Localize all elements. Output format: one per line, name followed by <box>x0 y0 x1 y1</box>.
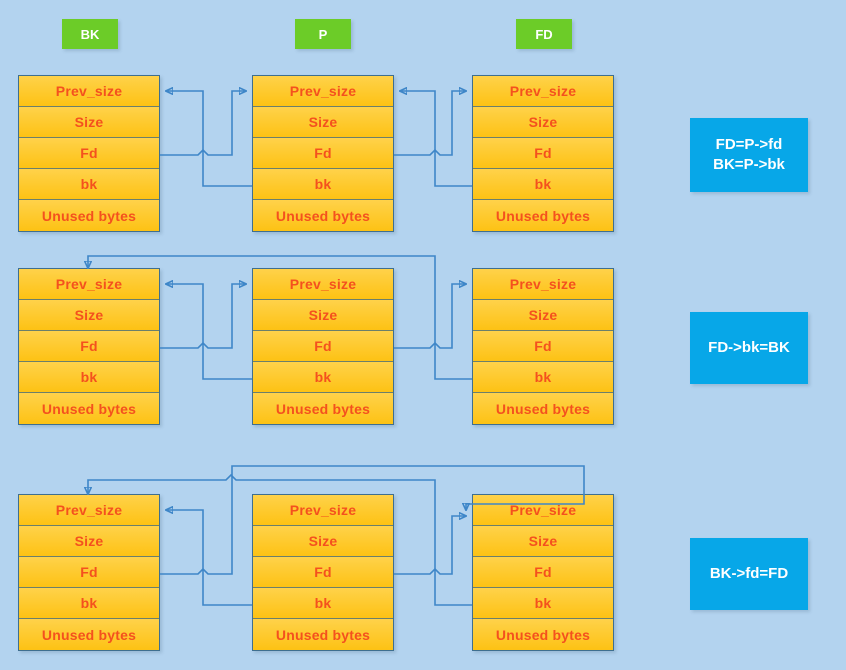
chunk-fd-row1: Prev_size Size Fd bk Unused bytes <box>472 75 614 232</box>
note-line: FD->bk=BK <box>708 338 790 356</box>
chunk-field-fd: Fd <box>253 331 393 362</box>
chunk-field-prev-size: Prev_size <box>473 76 613 107</box>
chunk-p-row1: Prev_size Size Fd bk Unused bytes <box>252 75 394 232</box>
chunk-bk-row3: Prev_size Size Fd bk Unused bytes <box>18 494 160 651</box>
chunk-p-row3: Prev_size Size Fd bk Unused bytes <box>252 494 394 651</box>
bk-pointer-label: BK <box>62 19 118 49</box>
chunk-bk-row2: Prev_size Size Fd bk Unused bytes <box>18 268 160 425</box>
chunk-fd-row3: Prev_size Size Fd bk Unused bytes <box>472 494 614 651</box>
chunk-field-bk: bk <box>253 362 393 393</box>
chunk-field-size: Size <box>19 526 159 557</box>
note-row1: FD=P->fd BK=P->bk <box>690 118 808 192</box>
p-pointer-label: P <box>295 19 351 49</box>
chunk-field-prev-size: Prev_size <box>473 495 613 526</box>
arrow-bk-fd-to-p-row2 <box>160 284 246 349</box>
chunk-field-unused-bytes: Unused bytes <box>473 200 613 231</box>
chunk-field-bk: bk <box>19 362 159 393</box>
note-line: BK->fd=FD <box>709 564 789 582</box>
chunk-field-unused-bytes: Unused bytes <box>19 200 159 231</box>
chunk-field-fd: Fd <box>473 331 613 362</box>
chunk-field-fd: Fd <box>19 331 159 362</box>
chunk-bk-row1: Prev_size Size Fd bk Unused bytes <box>18 75 160 232</box>
chunk-field-prev-size: Prev_size <box>19 76 159 107</box>
chunk-field-size: Size <box>253 107 393 138</box>
bk-pointer-label-text: BK <box>80 26 100 42</box>
chunk-field-unused-bytes: Unused bytes <box>19 619 159 650</box>
fd-pointer-label-text: FD <box>535 26 553 42</box>
arrow-p-fd-to-fd-row2 <box>394 284 466 349</box>
chunk-field-fd: Fd <box>473 138 613 169</box>
chunk-p-row2: Prev_size Size Fd bk Unused bytes <box>252 268 394 425</box>
chunk-field-prev-size: Prev_size <box>253 495 393 526</box>
note-row3: BK->fd=FD <box>690 538 808 610</box>
chunk-field-unused-bytes: Unused bytes <box>253 200 393 231</box>
chunk-field-prev-size: Prev_size <box>473 269 613 300</box>
chunk-field-fd: Fd <box>19 557 159 588</box>
chunk-field-fd: Fd <box>19 138 159 169</box>
chunk-field-fd: Fd <box>473 557 613 588</box>
arrow-p-bk-to-bk-row2 <box>166 284 252 380</box>
chunk-field-bk: bk <box>473 588 613 619</box>
chunk-field-prev-size: Prev_size <box>19 269 159 300</box>
chunk-field-prev-size: Prev_size <box>253 269 393 300</box>
fd-pointer-label: FD <box>516 19 572 49</box>
note-line: BK=P->bk <box>713 156 785 173</box>
note-line: FD=P->fd <box>715 135 783 153</box>
chunk-field-size: Size <box>473 300 613 331</box>
chunk-field-size: Size <box>253 526 393 557</box>
arrow-p-bk-to-bk-row1 <box>166 91 252 187</box>
chunk-field-size: Size <box>19 107 159 138</box>
chunk-field-unused-bytes: Unused bytes <box>253 393 393 424</box>
chunk-field-prev-size: Prev_size <box>253 76 393 107</box>
chunk-field-bk: bk <box>473 169 613 200</box>
chunk-field-bk: bk <box>19 588 159 619</box>
note-row2: FD->bk=BK <box>690 312 808 384</box>
arrow-bk-fd-to-p-row1 <box>160 91 246 156</box>
arrow-p-bk-to-bk-row3 <box>166 510 252 606</box>
chunk-field-unused-bytes: Unused bytes <box>473 393 613 424</box>
p-pointer-label-text: P <box>318 26 328 42</box>
chunk-field-fd: Fd <box>253 138 393 169</box>
chunk-field-size: Size <box>473 526 613 557</box>
chunk-field-size: Size <box>473 107 613 138</box>
chunk-field-prev-size: Prev_size <box>19 495 159 526</box>
arrow-p-fd-to-fd-row3 <box>394 516 466 575</box>
arrow-fd-bk-to-p-row1 <box>400 91 472 187</box>
arrow-p-fd-to-fd-row1 <box>394 91 466 156</box>
chunk-field-unused-bytes: Unused bytes <box>253 619 393 650</box>
chunk-field-size: Size <box>253 300 393 331</box>
chunk-field-bk: bk <box>473 362 613 393</box>
chunk-field-unused-bytes: Unused bytes <box>19 393 159 424</box>
chunk-field-size: Size <box>19 300 159 331</box>
chunk-field-fd: Fd <box>253 557 393 588</box>
chunk-field-unused-bytes: Unused bytes <box>473 619 613 650</box>
chunk-field-bk: bk <box>253 169 393 200</box>
chunk-field-bk: bk <box>19 169 159 200</box>
chunk-field-bk: bk <box>253 588 393 619</box>
chunk-fd-row2: Prev_size Size Fd bk Unused bytes <box>472 268 614 425</box>
